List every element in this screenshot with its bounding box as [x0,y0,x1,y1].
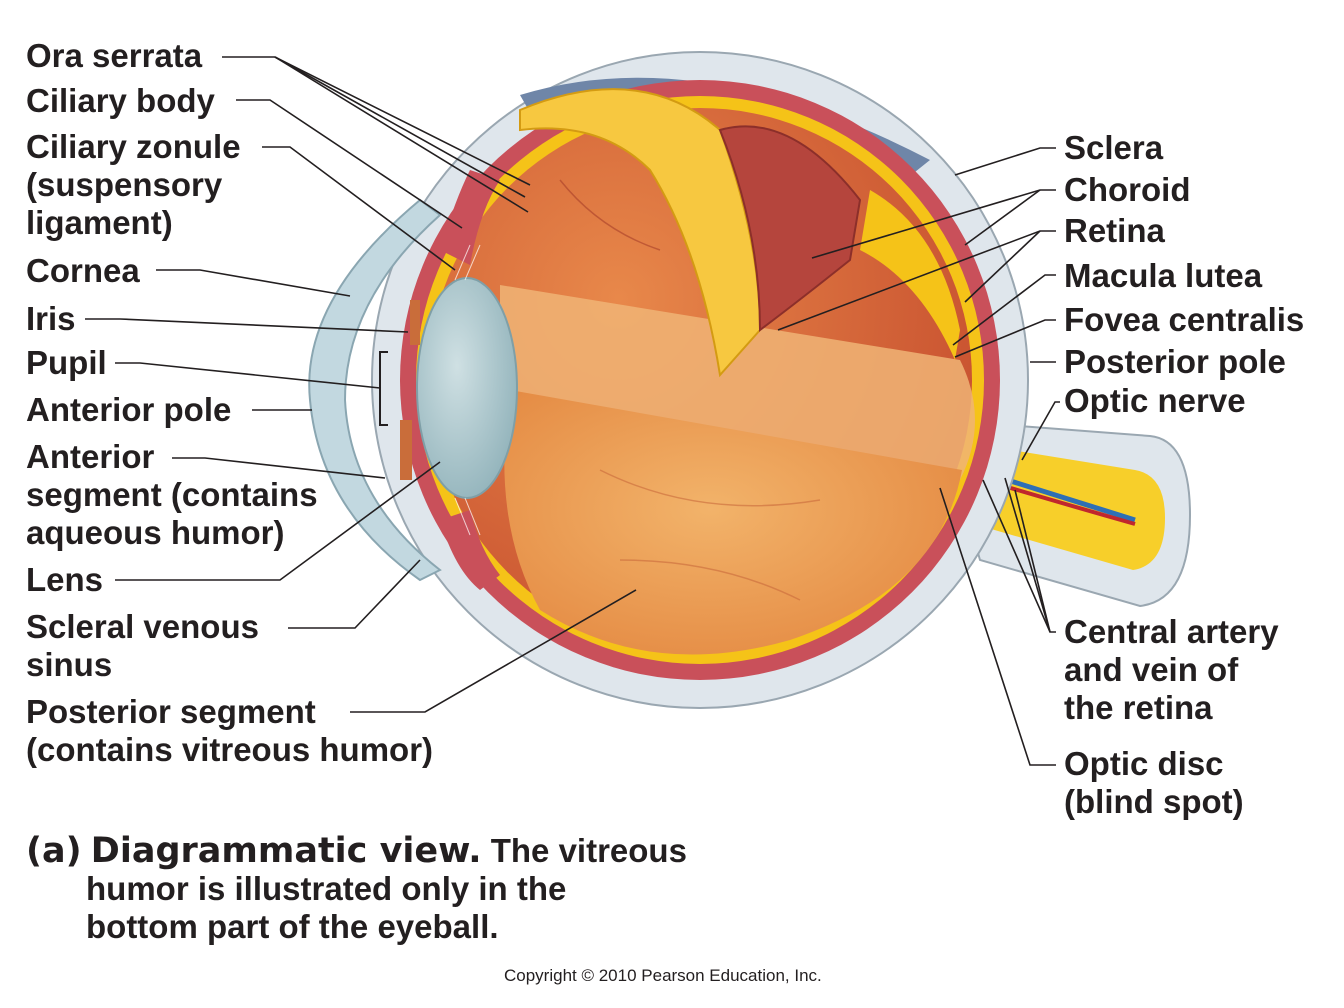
leader-lines [85,56,1060,766]
label-posterior-segment-line2: (contains vitreous humor) [26,731,434,768]
vitreous-humor [500,285,975,480]
label-central-artery-vein-line3: the retina [1064,689,1213,726]
caption-line1: (a) Diagrammatic view. The vitreous [26,831,687,871]
label-central-artery-vein-line1: Central artery [1064,613,1279,650]
label-anterior-segment-line3: aqueous humor) [26,514,285,551]
label-iris: Iris [26,300,76,337]
label-optic-disc: Optic disc (blind spot) [1064,745,1244,821]
label-ciliary-zonule-line3: ligament) [26,204,173,241]
label-central-artery-vein-line2: and vein of [1064,651,1239,688]
label-scleral-venous-sinus-line2: sinus [26,646,113,683]
label-anterior-segment-line2: segment (contains [26,476,318,513]
caption-line3: bottom part of the eyeball. [86,908,499,945]
label-anterior-segment: Anterior segment (contains aqueous humor… [26,438,318,552]
caption-title: Diagrammatic view. [90,831,482,871]
label-optic-disc-line2: (blind spot) [1064,783,1244,820]
label-retina: Retina [1064,212,1165,249]
iris-shape-lower [400,420,412,480]
retina-back [860,190,960,360]
label-posterior-pole: Posterior pole [1064,343,1286,380]
copyright-notice: Copyright © 2010 Pearson Education, Inc. [504,966,822,985]
label-sclera: Sclera [1064,129,1164,166]
label-ciliary-zonule-line1: Ciliary zonule [26,128,241,165]
label-macula-lutea: Macula lutea [1064,257,1263,294]
iris-shape [410,300,420,345]
label-lens: Lens [26,561,104,598]
label-posterior-segment: Posterior segment (contains vitreous hum… [26,693,433,769]
label-ora-serrata: Ora serrata [26,37,203,74]
lens-shape [416,277,518,499]
pupil-bracket [379,351,388,426]
vitreous-humor-lower [504,390,962,655]
label-optic-disc-line1: Optic disc [1064,745,1224,782]
label-choroid: Choroid [1064,171,1191,208]
label-central-artery-vein: Central artery and vein of the retina [1064,613,1279,727]
caption-line1-rest: The vitreous [490,832,687,869]
label-optic-nerve: Optic nerve [1064,382,1246,419]
caption-prefix: (a) [26,831,82,871]
ciliary-body-bottom [440,510,500,590]
label-pupil: Pupil [26,344,107,381]
label-scleral-venous-sinus: Scleral venous sinus [26,608,259,684]
label-ciliary-zonule: Ciliary zonule (suspensory ligament) [26,128,241,242]
label-posterior-segment-line1: Posterior segment [26,693,316,730]
label-anterior-segment-line1: Anterior [26,438,155,475]
label-ciliary-zonule-line2: (suspensory [26,166,223,203]
caption-line2: humor is illustrated only in the [86,870,567,907]
label-scleral-venous-sinus-line1: Scleral venous [26,608,259,645]
label-cornea: Cornea [26,252,140,289]
ciliary-body-top [440,170,500,265]
label-ciliary-body: Ciliary body [26,82,215,119]
label-fovea-centralis: Fovea centralis [1064,301,1305,338]
figure-caption: (a) Diagrammatic view. The vitreous humo… [26,832,687,946]
choroid-flap [718,125,862,332]
label-anterior-pole: Anterior pole [26,391,232,428]
